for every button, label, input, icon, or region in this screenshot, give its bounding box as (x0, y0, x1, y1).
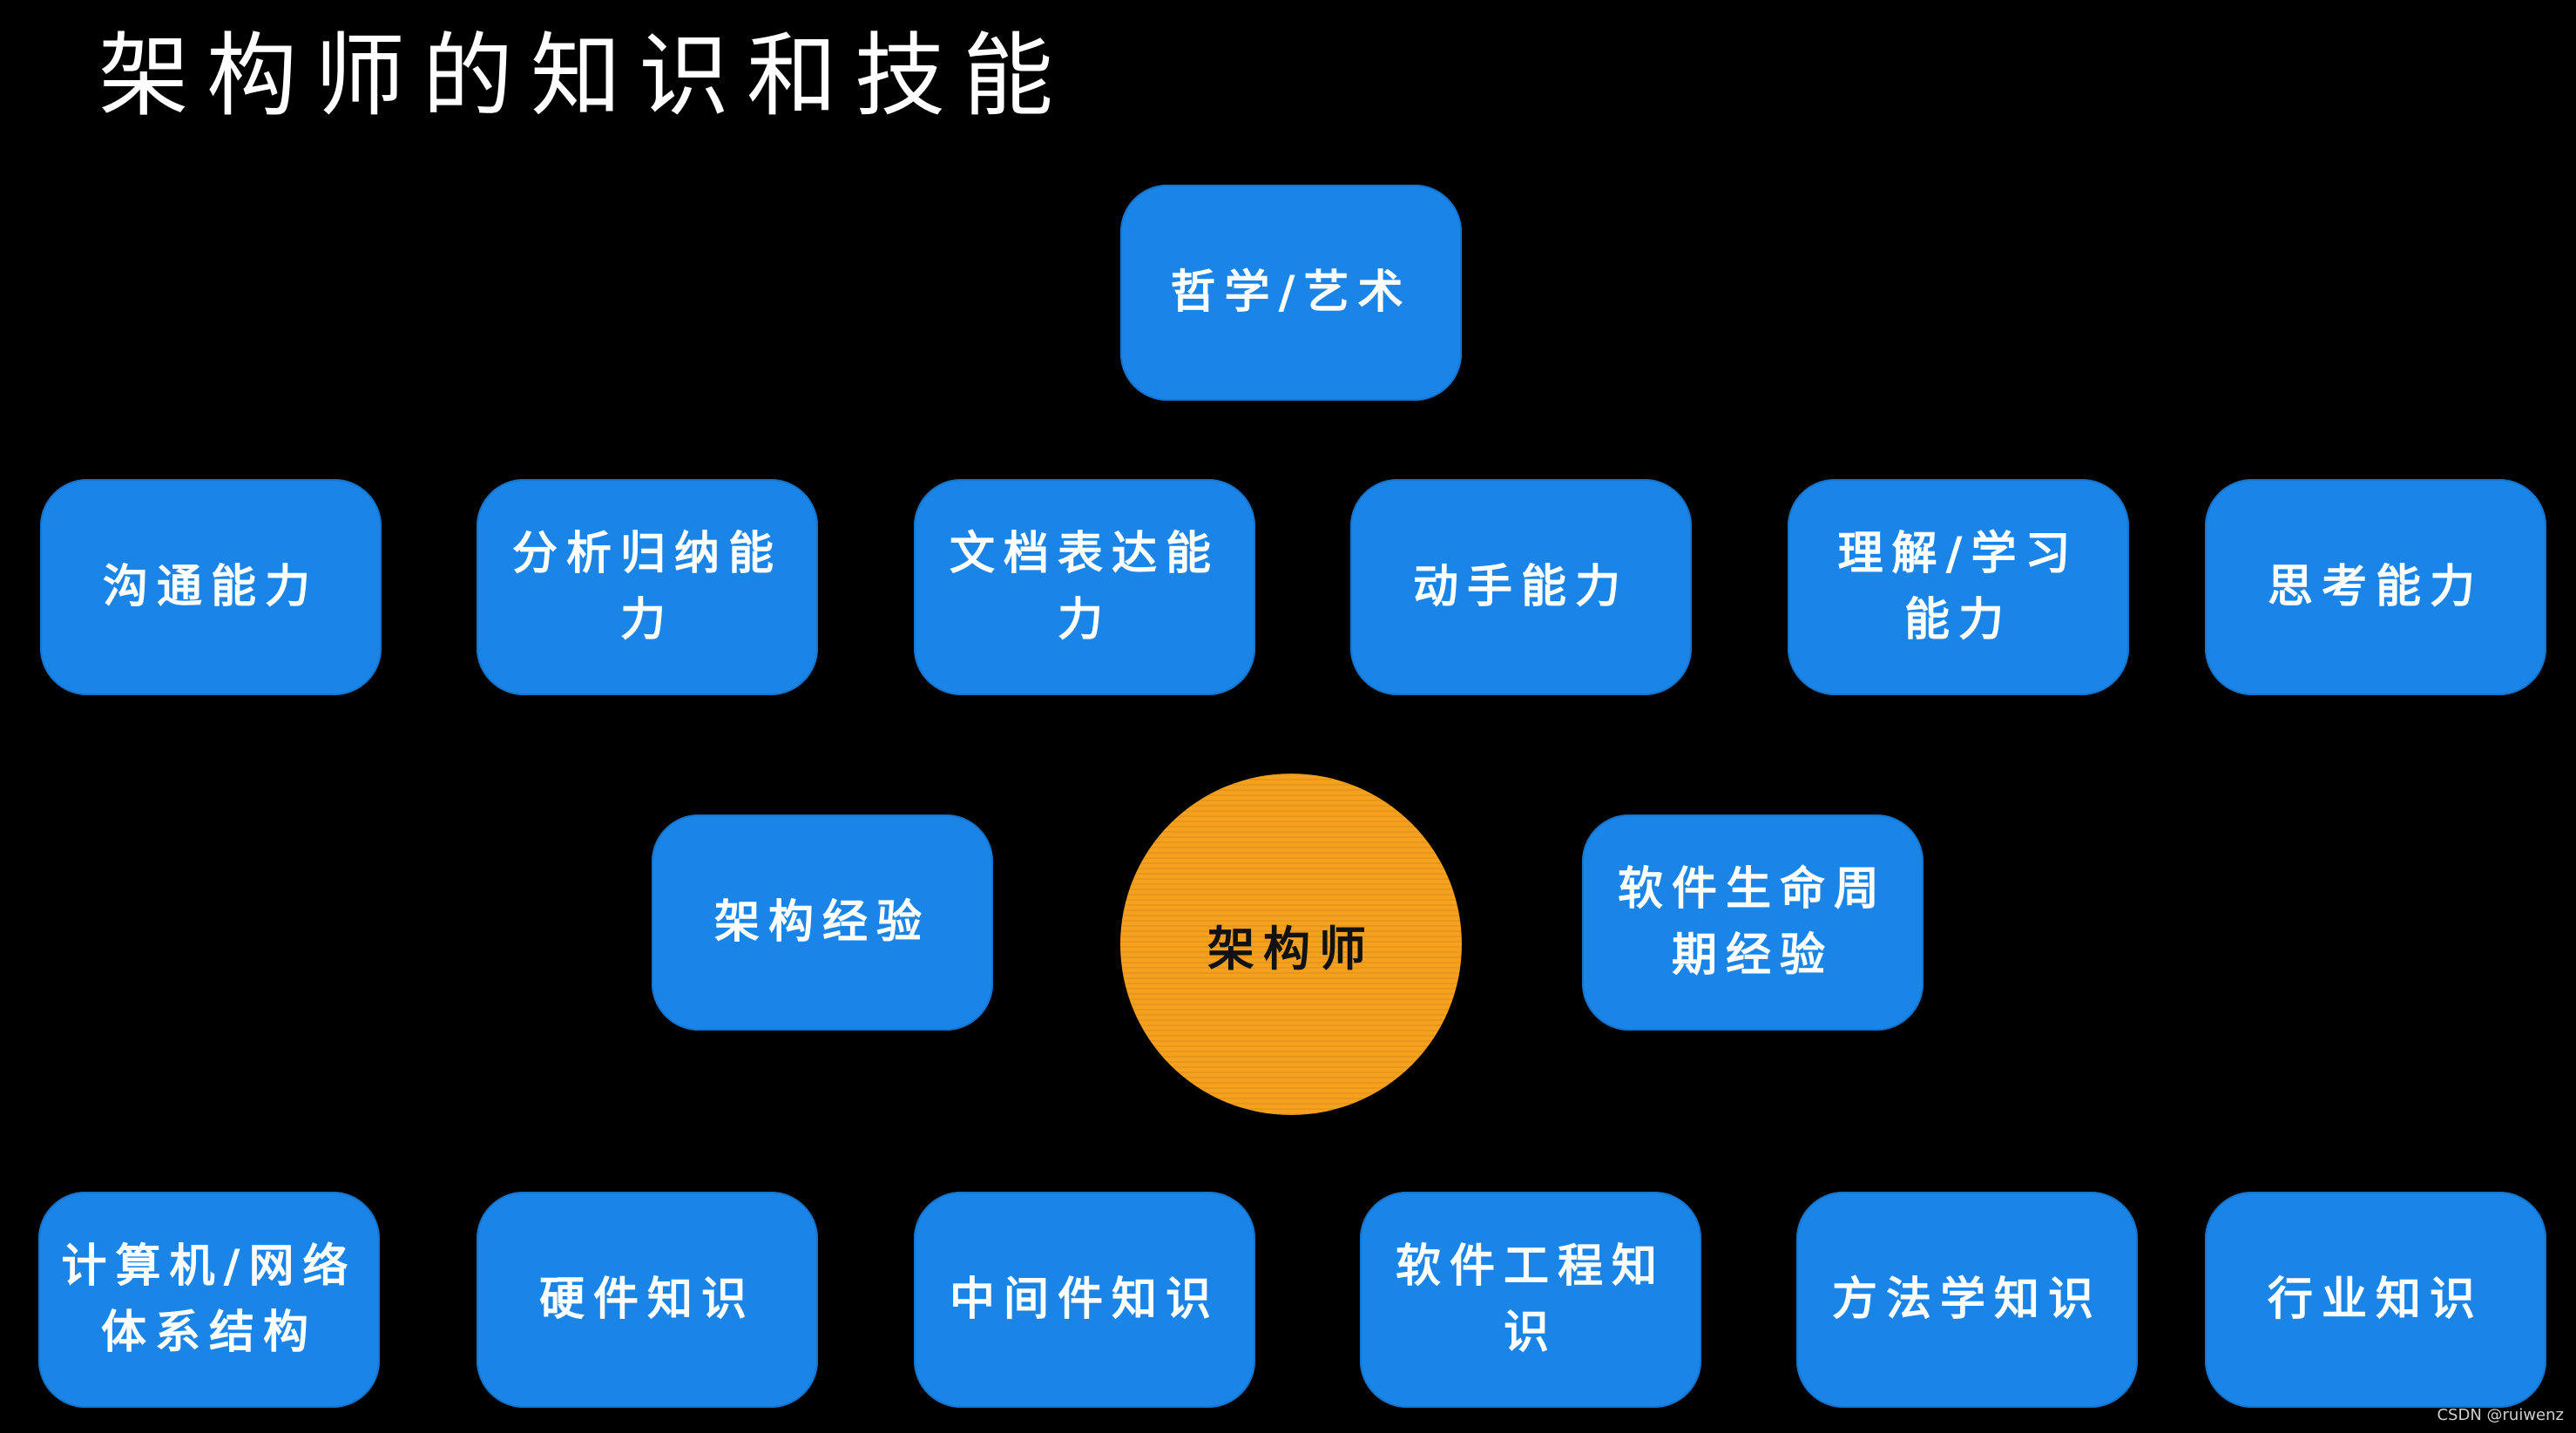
node-label: 思考能力 (2267, 561, 2484, 613)
node-knowledge-methodology: 方法学知识 (1796, 1192, 2138, 1408)
node-architecture-experience: 架构经验 (652, 815, 993, 1031)
node-knowledge-industry: 行业知识 (2205, 1192, 2546, 1408)
node-label: 硬件知识 (538, 1274, 755, 1326)
node-ability-hands-on: 动手能力 (1350, 479, 1692, 695)
node-knowledge-middleware: 中间件知识 (914, 1192, 1255, 1408)
node-philosophy-art: 哲学/艺术 (1120, 185, 1462, 401)
node-label: 文档表达能力 (949, 528, 1220, 646)
node-label: 行业知识 (2267, 1274, 2484, 1326)
node-label: 软件生命周期经验 (1617, 863, 1888, 982)
node-label: 理解/学习能力 (1837, 528, 2079, 646)
node-knowledge-software-engineering: 软件工程知识 (1360, 1192, 1701, 1408)
node-ability-communication: 沟通能力 (40, 479, 382, 695)
node-knowledge-hardware: 硬件知识 (477, 1192, 818, 1408)
node-label: 分析归纳能力 (511, 528, 782, 646)
node-label: 中间件知识 (949, 1274, 1220, 1326)
node-label: 架构经验 (713, 896, 930, 949)
slide-title: 架构师的知识和技能 (98, 23, 1072, 129)
node-knowledge-architecture: 计算机/网络体系结构 (38, 1192, 380, 1408)
node-label: 计算机/网络体系结构 (61, 1240, 357, 1359)
node-label: 方法学知识 (1831, 1274, 2102, 1326)
node-label: 动手能力 (1412, 561, 1629, 613)
node-lifecycle-experience: 软件生命周期经验 (1582, 815, 1924, 1031)
node-ability-learning: 理解/学习能力 (1788, 479, 2129, 695)
node-ability-thinking: 思考能力 (2205, 479, 2546, 695)
node-label: 哲学/艺术 (1170, 267, 1412, 319)
node-ability-analysis: 分析归纳能力 (477, 479, 818, 695)
credit-watermark: CSDN @ruiwenz (2437, 1406, 2564, 1424)
node-label: 软件工程知识 (1395, 1240, 1666, 1359)
node-ability-documentation: 文档表达能力 (914, 479, 1255, 695)
node-label: 沟通能力 (102, 561, 319, 613)
center-node-architect: 架构师 (1120, 774, 1462, 1115)
center-label: 架构师 (1207, 921, 1375, 977)
